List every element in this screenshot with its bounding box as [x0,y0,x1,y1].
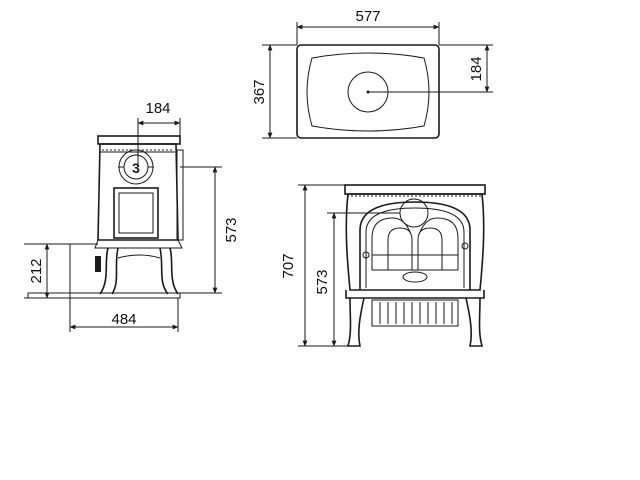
dim-side-total-depth: 484 [111,311,136,328]
dim-side-height: 573 [223,217,240,242]
dim-front-height: 573 [314,269,331,294]
top-view [262,22,493,139]
front-flue-circle [399,198,429,228]
dim-front-total-height: 707 [280,253,297,278]
svg-text:3: 3 [132,160,140,176]
dim-side-bottom-height: 212 [28,258,45,283]
side-door [113,187,159,239]
dim-flue-offset: 184 [468,56,485,81]
dim-side-depth-top: 184 [145,100,170,117]
front-view [298,184,486,347]
dim-top-depth: 367 [251,79,268,104]
dim-top-width: 577 [355,8,380,25]
side-view: 3 [24,118,222,332]
